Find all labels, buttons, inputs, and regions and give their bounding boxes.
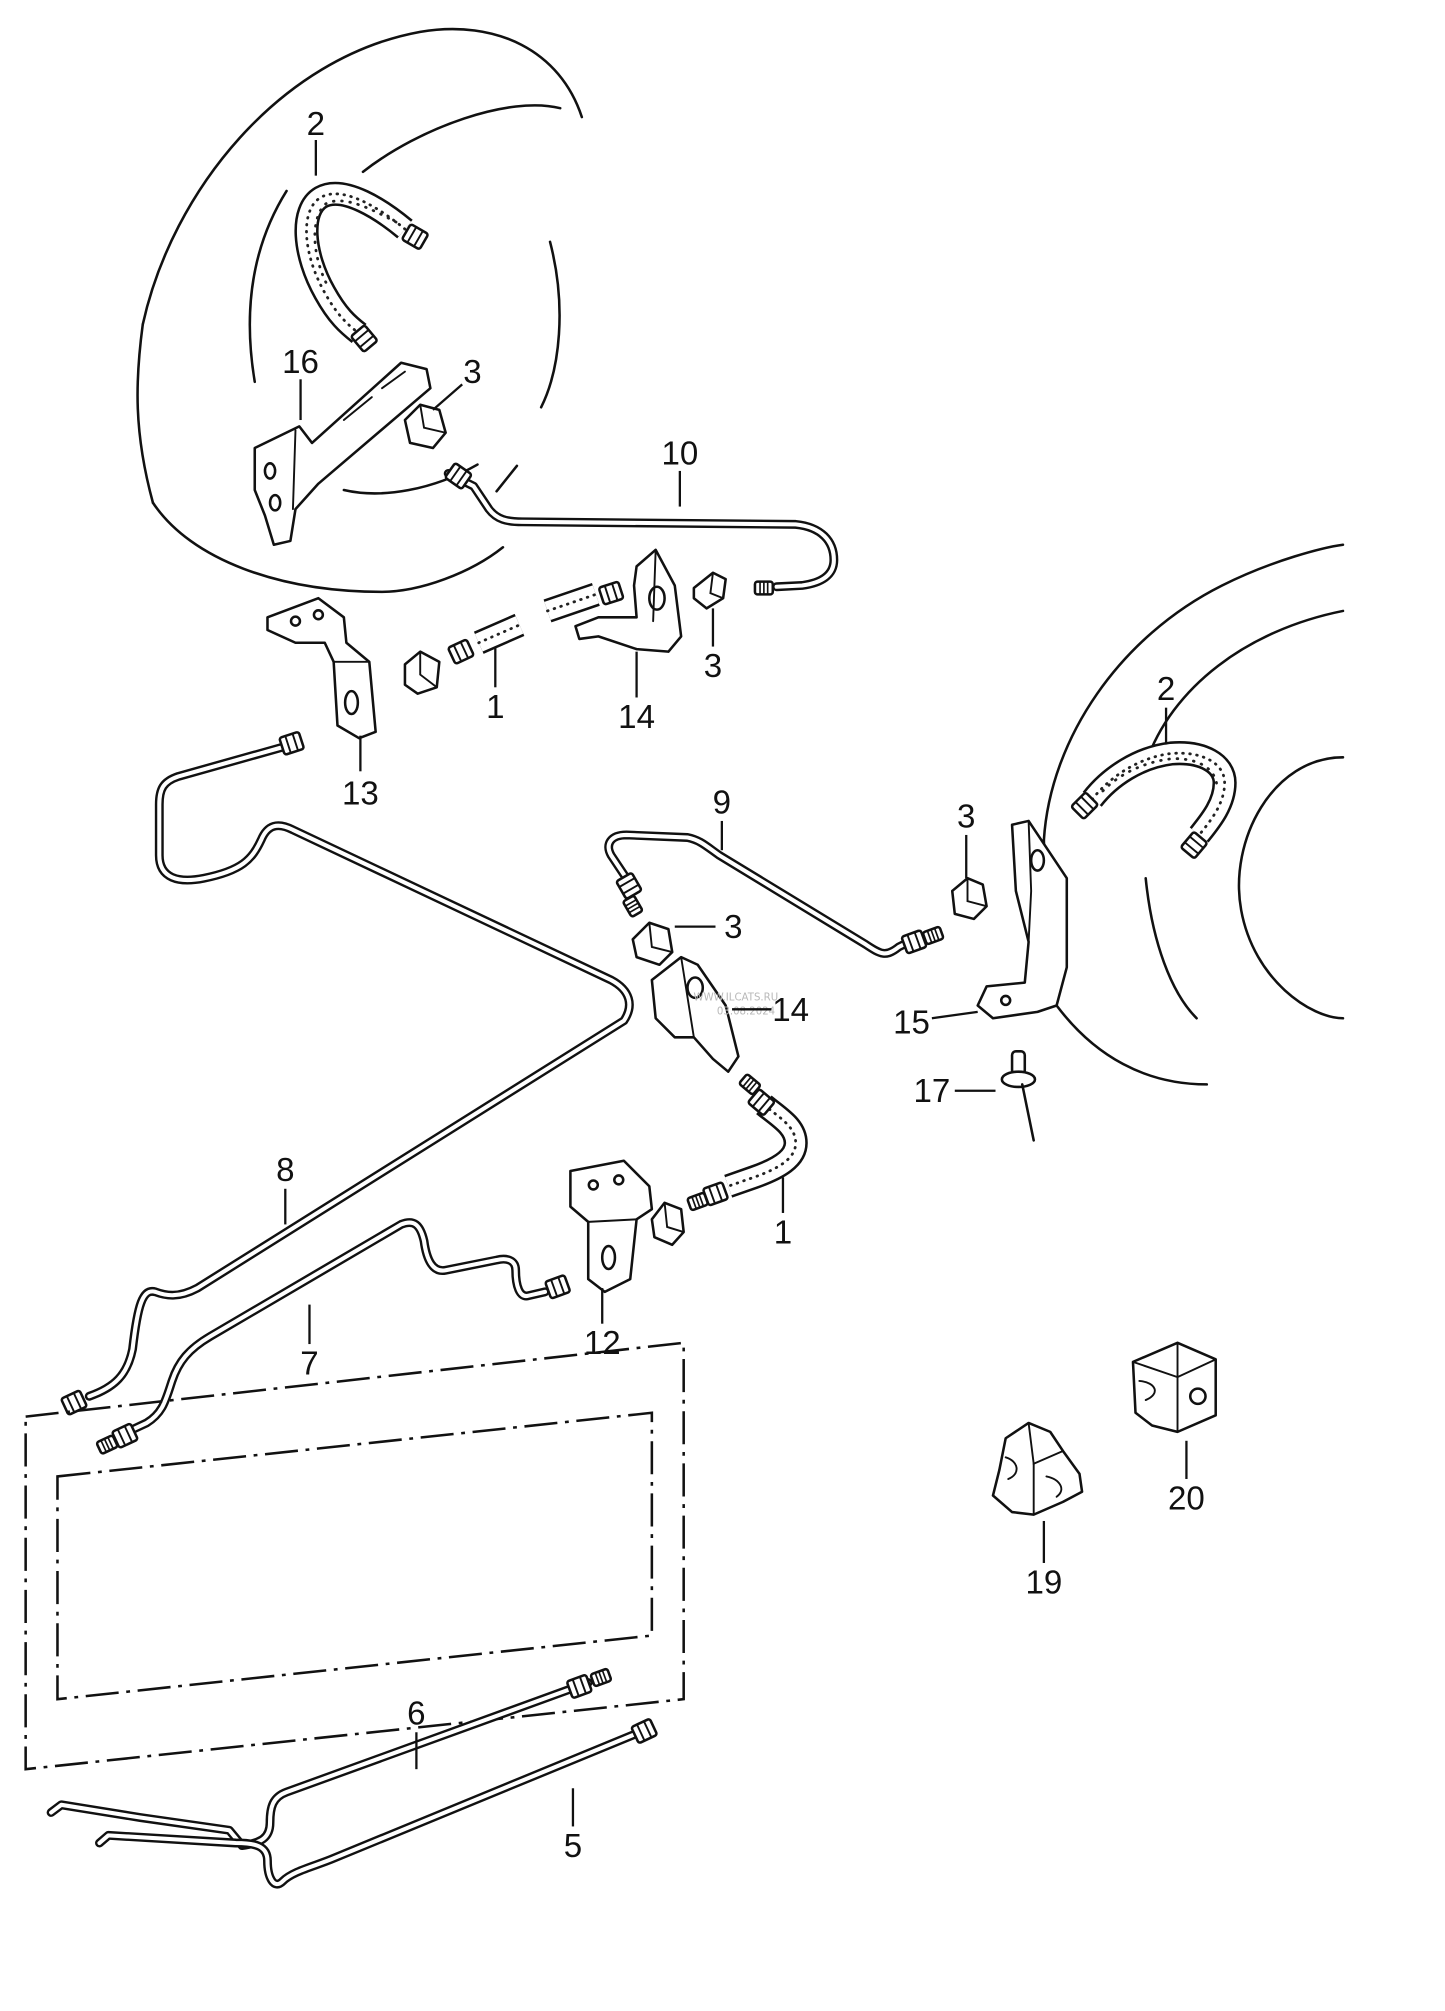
callout-3-clip[interactable]: 3	[724, 909, 742, 946]
leader-line	[432, 383, 463, 411]
brake-hose-left	[294, 181, 430, 354]
callout-3-clip[interactable]: 3	[957, 798, 975, 835]
leader-lines	[284, 140, 1188, 1827]
callout-15-bracket[interactable]: 15	[893, 1005, 930, 1042]
line-fitting-thread	[95, 1433, 120, 1456]
line-fitting-thread	[753, 580, 775, 596]
callout-5-brake-line[interactable]: 5	[564, 1828, 582, 1865]
line-fitting-thread	[921, 925, 945, 946]
callout-labels: 2 16 3 10 3 1 14 13 2 9 3 3 14 15 17 8 1…	[276, 106, 1205, 1865]
brake-line-9	[604, 830, 945, 958]
clip-near-bracket-13	[403, 650, 441, 695]
clip-3-middle	[631, 921, 674, 967]
hose-fitting-nut	[597, 580, 625, 607]
brake-hose-right	[1069, 741, 1237, 860]
callout-3-clip[interactable]: 3	[704, 648, 722, 685]
callout-2-right-hose[interactable]: 2	[1157, 671, 1175, 708]
bracket-16	[253, 361, 432, 547]
clip-3-top-left	[403, 403, 447, 450]
bracket-14-top	[574, 548, 683, 653]
callout-1-hose[interactable]: 1	[774, 1215, 792, 1252]
hose-fitting-thread	[685, 1191, 710, 1212]
callout-7-brake-line[interactable]: 7	[300, 1346, 318, 1383]
callout-3-clip[interactable]: 3	[463, 354, 481, 391]
brake-line-10	[443, 461, 839, 596]
bracket-15	[976, 819, 1069, 1020]
brake-hose-1-lower	[685, 1072, 808, 1212]
callout-13-bracket[interactable]: 13	[342, 775, 379, 812]
callout-1-hose[interactable]: 1	[486, 689, 504, 726]
callout-12-bracket[interactable]: 12	[584, 1325, 621, 1362]
clip-20	[1131, 1341, 1217, 1434]
line-fitting-nut	[565, 1673, 594, 1700]
dashed-assembly-outline	[24, 1341, 685, 1771]
callout-16-bracket[interactable]: 16	[282, 344, 319, 381]
leader-line	[931, 1010, 978, 1020]
clip-3-right	[950, 876, 988, 921]
callout-20-clip[interactable]: 20	[1168, 1481, 1205, 1518]
clip-19	[991, 1421, 1084, 1516]
callout-14-bracket[interactable]: 14	[772, 992, 809, 1029]
clip-3-top-middle	[692, 571, 727, 610]
watermark-date: 03.08.2024	[717, 1006, 775, 1017]
watermark: WWW.ILCATS.RU 03.08.2024	[694, 992, 779, 1017]
callout-17-rivet[interactable]: 17	[913, 1073, 950, 1110]
left-wheel	[136, 27, 584, 594]
line-fitting-nut	[277, 730, 306, 757]
line-fitting-thread	[621, 894, 645, 919]
brake-line-7	[95, 1218, 572, 1456]
line-fitting-thread	[589, 1667, 613, 1688]
callout-9-brake-line[interactable]: 9	[713, 784, 731, 821]
brake-hose-1-top	[446, 580, 625, 666]
line-fitting-nut	[629, 1717, 659, 1745]
bracket-14-middle	[650, 955, 740, 1073]
brake-line-8	[59, 730, 634, 1417]
callout-10-brake-line[interactable]: 10	[661, 436, 698, 473]
callout-8-brake-line[interactable]: 8	[276, 1152, 294, 1189]
bracket-13	[266, 596, 377, 740]
callout-6-brake-line[interactable]: 6	[407, 1696, 425, 1733]
callout-19-clip[interactable]: 19	[1025, 1565, 1062, 1602]
callout-2-left-hose[interactable]: 2	[307, 106, 325, 143]
line-fitting-nut	[543, 1273, 572, 1300]
brake-line-5	[95, 1717, 659, 1889]
clip-near-bracket-12	[650, 1201, 685, 1247]
watermark-site: WWW.ILCATS.RU	[694, 992, 779, 1003]
callout-14-bracket[interactable]: 14	[618, 699, 655, 736]
rivet-17	[1000, 1050, 1037, 1142]
hose-fitting-nut	[446, 638, 476, 666]
bracket-12	[569, 1159, 654, 1294]
